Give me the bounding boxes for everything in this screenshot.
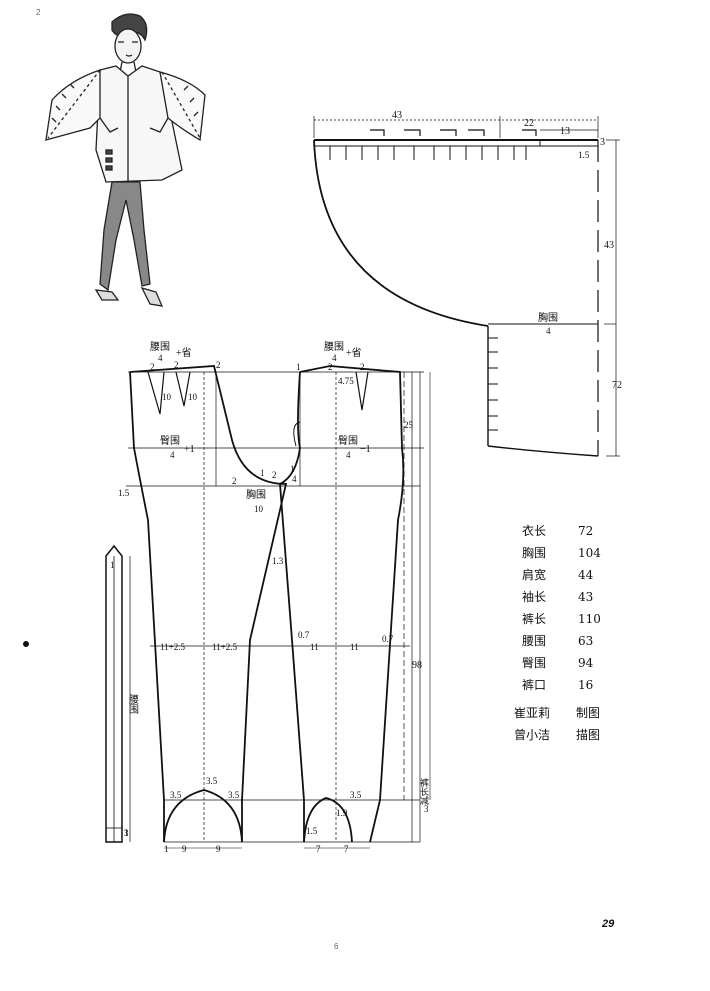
pants-knee-l1: 11+2.5: [160, 642, 185, 652]
binder-hole-mark: [23, 641, 29, 647]
pants-hem-note-num: 3: [424, 804, 429, 814]
pants-v-4-75: 4.75: [338, 376, 354, 386]
pants-hip-label-left: 臀围: [160, 435, 180, 447]
pants-chest-label: 胸围: [246, 488, 266, 501]
pants-knee-l2: 11+2.5: [212, 642, 237, 652]
pants-dart-10b: 10: [188, 392, 198, 402]
pants-v-3-5d: 3.5: [350, 790, 362, 800]
bodice-dim-3: 3: [600, 137, 605, 148]
bodice-dim-13: 13: [560, 126, 570, 137]
pants-knee-r2: 11: [350, 642, 359, 652]
pants-v-1b: 1: [260, 468, 265, 478]
pants-v-1-5b: 1.5: [306, 826, 318, 836]
pants-foot-7a: 7: [316, 844, 321, 854]
bodice-dim-43-vertical: 43: [604, 240, 614, 251]
credit-role: 描图: [576, 728, 601, 742]
credit-name: 崔亚莉: [514, 706, 551, 720]
pants-v-1g: 1: [124, 828, 129, 838]
pants-v-2g: 2: [272, 470, 277, 480]
pants-foot-9b: 9: [216, 844, 221, 854]
pants-knee-r1: 11: [310, 642, 319, 652]
fashion-illustration: [45, 13, 206, 307]
pants-hip-label-right: 臀围: [338, 435, 358, 447]
pants-v-1a: 1: [296, 362, 301, 372]
pants-v-2a: 2: [150, 362, 155, 372]
bodice-dim-43: 43: [392, 110, 402, 121]
pants-v-25: 25: [404, 420, 414, 430]
pants-waist-plus-left: +省: [176, 346, 192, 359]
pants-v-3-5a: 3.5: [170, 790, 182, 800]
credit-row: 曾小洁 描图: [514, 726, 600, 743]
bodice-dim-72: 72: [612, 380, 622, 391]
pants-v-3-5b: 3.5: [206, 776, 218, 786]
pants-v-1f: 1: [164, 844, 169, 854]
pants-v-3-5c: 3.5: [228, 790, 240, 800]
pants-hem-note: 裤长减: [419, 777, 429, 806]
bottom-mark: 6: [334, 942, 339, 951]
pants-v-1-5: 1.5: [118, 488, 130, 498]
pants-waist-label-right: 腰围: [324, 341, 344, 353]
pants-v-2b: 2: [174, 360, 179, 370]
corner-mark: 2: [36, 8, 41, 17]
credit-name: 曾小洁: [514, 728, 551, 742]
credit-role: 制图: [576, 706, 601, 720]
pants-foot-9a: 9: [182, 844, 187, 854]
pants-v-2d: 2: [328, 362, 333, 372]
pants-hip-minus-right: −1: [360, 444, 371, 455]
pants-v-2f: 2: [232, 476, 237, 486]
pants-v-0-7b: 0.7: [382, 634, 394, 644]
pants-dart-10a: 10: [162, 392, 172, 402]
pants-v-2e: 2: [360, 362, 365, 372]
pants-v-98: 98: [412, 660, 422, 671]
bodice-dim-22: 22: [524, 118, 534, 129]
credit-row: 崔亚莉 制图: [514, 704, 600, 721]
pants-v-1-9: 1.9: [336, 808, 348, 818]
waistband-dim-1: 1: [110, 560, 115, 570]
bodice-dim-1-5: 1.5: [578, 150, 590, 160]
pants-waist-den-left: 4: [158, 353, 163, 363]
pants-v-0-7a: 0.7: [298, 630, 310, 640]
pants-hip-den-left: 4: [170, 450, 175, 460]
bodice-chest-den: 4: [546, 326, 551, 336]
pants-hip-den-right: 4: [346, 450, 351, 460]
waistband-label: 腰围: [127, 694, 139, 715]
pants-v-4: 4: [292, 474, 297, 484]
pants-waist-plus-right: +省: [346, 346, 362, 359]
pants-waist-den-right: 4: [332, 353, 337, 363]
bodice-pattern: [313, 116, 620, 457]
pants-v-1-3: 1.3: [272, 556, 284, 566]
pants-v-1c: 1: [290, 464, 295, 474]
pants-pattern: [126, 365, 431, 843]
pants-chest-den: 10: [254, 504, 264, 514]
waistband-strip: [105, 544, 131, 843]
pants-v-2c: 2: [216, 360, 221, 370]
bodice-chest-label: 胸围: [538, 311, 558, 324]
pants-hip-plus-left: +1: [184, 444, 195, 455]
page-number: 29: [602, 918, 615, 930]
pants-foot-7b: 7: [344, 844, 349, 854]
pants-waist-label-left: 腰围: [150, 341, 170, 353]
waistband-dim-3: 3: [124, 828, 129, 838]
